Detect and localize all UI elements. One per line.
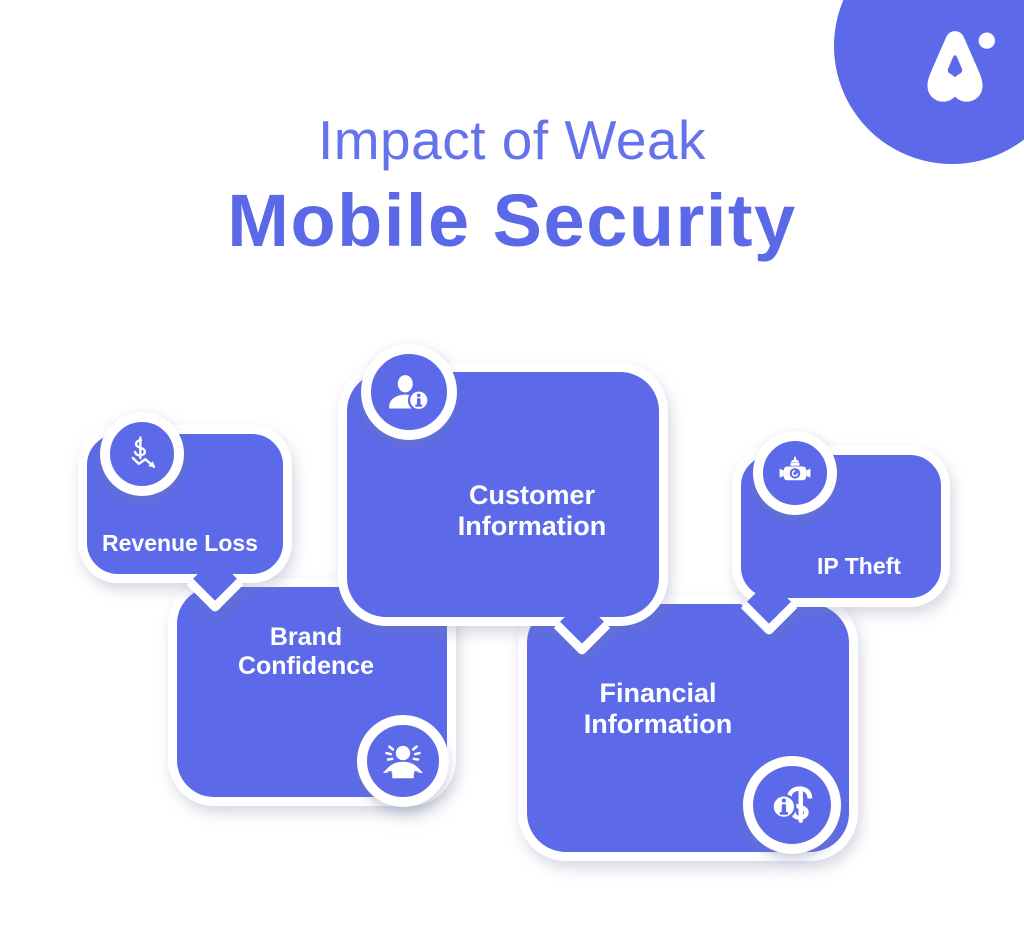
- title-line-2: Mobile Security: [227, 179, 797, 262]
- card-label: IP Theft: [817, 553, 901, 579]
- person-info-badge-icon: [361, 344, 457, 440]
- title-line-1: Impact of Weak: [317, 109, 707, 171]
- dollar-declining-arrow-icon: [100, 412, 184, 496]
- card-customer-information[interactable]: Customer Information: [338, 344, 668, 657]
- card-ip-theft[interactable]: IP Theft: [732, 431, 950, 637]
- card-brand-confidence[interactable]: Brand Confidence: [168, 554, 456, 807]
- page-title: Impact of Weak Mobile Security: [0, 108, 1024, 264]
- robot-head-icon: [753, 431, 837, 515]
- confident-person-icon: [357, 715, 449, 807]
- brand-a-mark-icon: [927, 31, 995, 102]
- card-label: Customer Information: [457, 480, 607, 542]
- card-label: Revenue Loss: [102, 530, 258, 556]
- card-label: Financial Information: [583, 678, 733, 740]
- card-label: Brand Confidence: [237, 623, 375, 680]
- info-dollar-icon: [743, 756, 841, 854]
- card-revenue-loss[interactable]: Revenue Loss: [78, 412, 292, 614]
